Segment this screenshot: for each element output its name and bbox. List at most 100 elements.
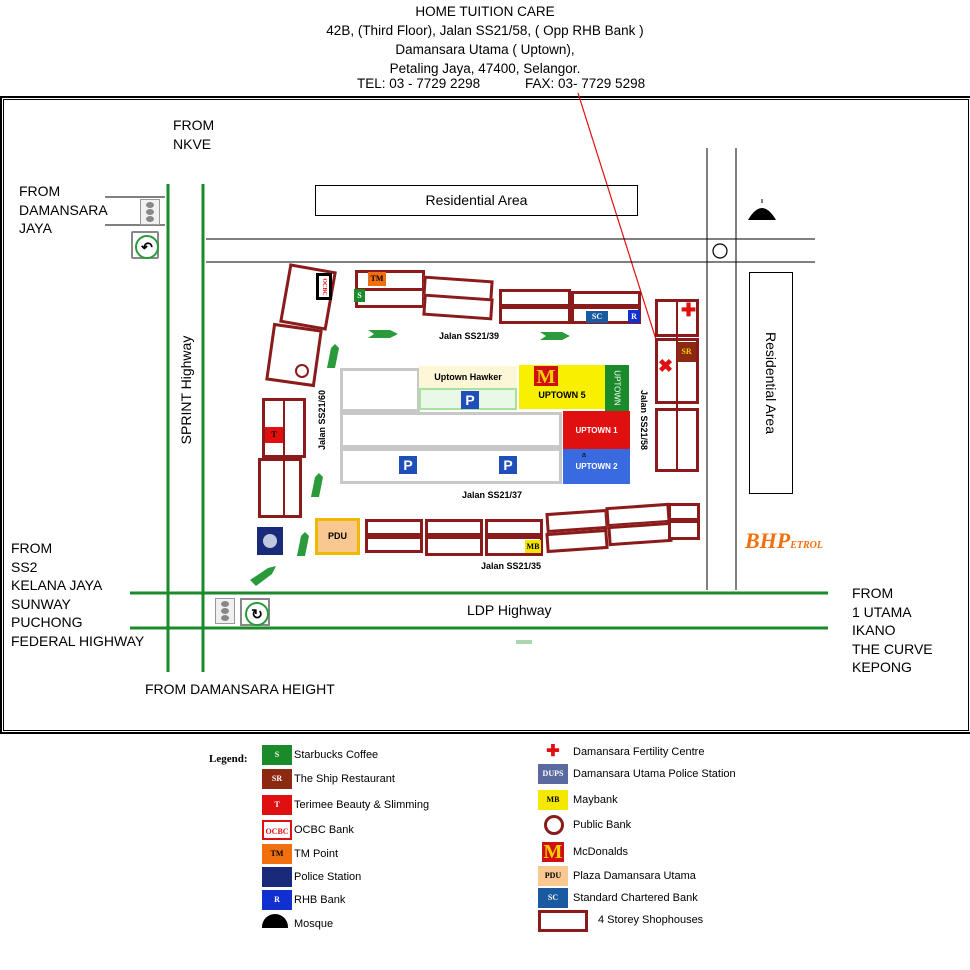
legend-swatch: R bbox=[262, 890, 292, 910]
street-label: Jalan SS21/60 bbox=[317, 389, 327, 451]
tm-point-badge: TM bbox=[368, 272, 386, 286]
traffic-light-icon bbox=[215, 598, 235, 624]
legend-swatch: T bbox=[262, 795, 292, 815]
legend-label: Maybank bbox=[573, 794, 618, 806]
shophouse bbox=[265, 322, 323, 388]
street-label: Jalan SS21/35 bbox=[481, 561, 542, 571]
rhb-bank-badge: R bbox=[628, 310, 640, 323]
uptown-2: UPTOWN 2 bbox=[563, 449, 630, 484]
legend-swatch: OCBC bbox=[262, 820, 292, 840]
legend-label: Damansara Utama Police Station bbox=[573, 768, 736, 780]
legend-label: The Ship Restaurant bbox=[294, 773, 395, 785]
police-station-icon bbox=[262, 867, 292, 887]
legend-swatch: SC bbox=[538, 888, 568, 908]
from-south-label: FROM DAMANSARA HEIGHT bbox=[145, 681, 335, 697]
sprint-highway-label: SPRINT Highway bbox=[178, 335, 194, 445]
uptown-sign: UPTOWN bbox=[605, 365, 629, 411]
shophouse bbox=[499, 306, 571, 324]
shophouse bbox=[425, 519, 483, 536]
address-line: Petaling Jaya, 47400, Selangor. bbox=[389, 61, 581, 76]
parking-icon: P bbox=[399, 456, 417, 474]
uptown-1: UPTOWN 1 bbox=[563, 411, 630, 449]
note-a: a bbox=[582, 452, 586, 459]
plaza-damansara-utama: PDU bbox=[315, 518, 360, 555]
legend-label: RHB Bank bbox=[294, 894, 346, 906]
residential-area-right: Residential Area bbox=[749, 272, 793, 494]
shophouse bbox=[355, 288, 425, 308]
building-block bbox=[340, 448, 562, 484]
legend-swatch: PDU bbox=[538, 866, 568, 886]
legend-swatch: M bbox=[542, 841, 564, 863]
shophouse bbox=[668, 503, 700, 521]
starbucks-badge: S bbox=[354, 289, 365, 302]
tel-number: TEL: 03 - 7729 2298 bbox=[357, 76, 481, 91]
address-line: 42B, (Third Floor), Jalan SS21/58, ( Opp… bbox=[326, 23, 644, 38]
destination-marker-icon: ✖ bbox=[658, 356, 674, 376]
terimee-badge: T bbox=[265, 427, 283, 443]
address-line: HOME TUITION CARE bbox=[415, 4, 555, 19]
direction-arrows bbox=[250, 330, 570, 644]
legend-label: TM Point bbox=[294, 848, 339, 860]
u-turn-sign-icon: ↶ bbox=[131, 231, 159, 259]
street-label: Jalan SS21/37 bbox=[462, 490, 523, 500]
traffic-light-icon bbox=[140, 199, 160, 225]
legend-label: Police Station bbox=[294, 871, 362, 883]
legend-title: Legend: bbox=[209, 753, 248, 765]
mosque-icon bbox=[262, 914, 288, 928]
shophouse bbox=[258, 458, 302, 518]
street-label: Jalan SS21/39 bbox=[439, 331, 500, 341]
legend-label: Public Bank bbox=[573, 819, 632, 831]
legend-label: Terimee Beauty & Slimming bbox=[294, 799, 430, 811]
shophouse bbox=[365, 536, 423, 553]
ocbc-bank-marker: OCBC bbox=[316, 273, 332, 300]
parking-icon: P bbox=[461, 391, 479, 409]
legend-swatch: S bbox=[262, 745, 292, 765]
u-turn-sign-icon: ↻ bbox=[240, 598, 270, 626]
shophouse bbox=[485, 519, 543, 536]
parking-icon: P bbox=[499, 456, 517, 474]
ship-restaurant-badge: SR bbox=[677, 342, 696, 362]
standard-chartered-badge: SC bbox=[586, 311, 608, 323]
mosque-icon bbox=[748, 208, 776, 220]
shophouse bbox=[499, 289, 571, 307]
fax-number: FAX: 03- 7729 5298 bbox=[525, 76, 646, 91]
roundabout bbox=[712, 243, 728, 259]
uptown-5: UPTOWN 5 bbox=[519, 365, 605, 409]
residential-area-top: Residential Area bbox=[315, 185, 638, 216]
legend-label: Starbucks Coffee bbox=[294, 749, 379, 761]
legend-label: Damansara Fertility Centre bbox=[573, 746, 705, 758]
shophouse bbox=[365, 519, 423, 536]
ldp-highway-label: LDP Highway bbox=[467, 602, 552, 618]
pointer-line bbox=[577, 92, 666, 369]
legend-label: McDonalds bbox=[573, 846, 629, 858]
fertility-centre-icon: ✚ bbox=[681, 300, 697, 320]
legend-label: Plaza Damansara Utama bbox=[573, 870, 696, 882]
fertility-centre-icon: ✚ bbox=[546, 743, 560, 760]
public-bank-icon bbox=[544, 815, 564, 835]
mcdonalds-icon: M bbox=[534, 366, 558, 388]
legend-label: OCBC Bank bbox=[294, 824, 354, 836]
shophouse-icon bbox=[538, 910, 588, 932]
legend-swatch: TM bbox=[262, 844, 292, 864]
address-line: Damansara Utama ( Uptown), bbox=[395, 42, 575, 57]
police-station-icon bbox=[257, 527, 283, 555]
maybank-badge: MB bbox=[525, 540, 541, 553]
public-bank-icon bbox=[295, 364, 309, 378]
office-address: HOME TUITION CARE 42B, (Third Floor), Ja… bbox=[0, 2, 970, 78]
bhp-petrol-logo: BHPETROL bbox=[745, 528, 824, 553]
legend-label: Mosque bbox=[294, 918, 334, 930]
shophouse bbox=[571, 291, 641, 307]
uptown-hawker: Uptown Hawker bbox=[419, 366, 517, 388]
legend-swatch: SR bbox=[262, 769, 292, 789]
map-frame bbox=[0, 96, 970, 734]
shophouse bbox=[425, 536, 483, 556]
shophouse bbox=[668, 520, 700, 540]
legend-swatch: MB bbox=[538, 790, 568, 810]
legend-swatch: DUPS bbox=[538, 764, 568, 784]
building-block bbox=[340, 368, 420, 412]
